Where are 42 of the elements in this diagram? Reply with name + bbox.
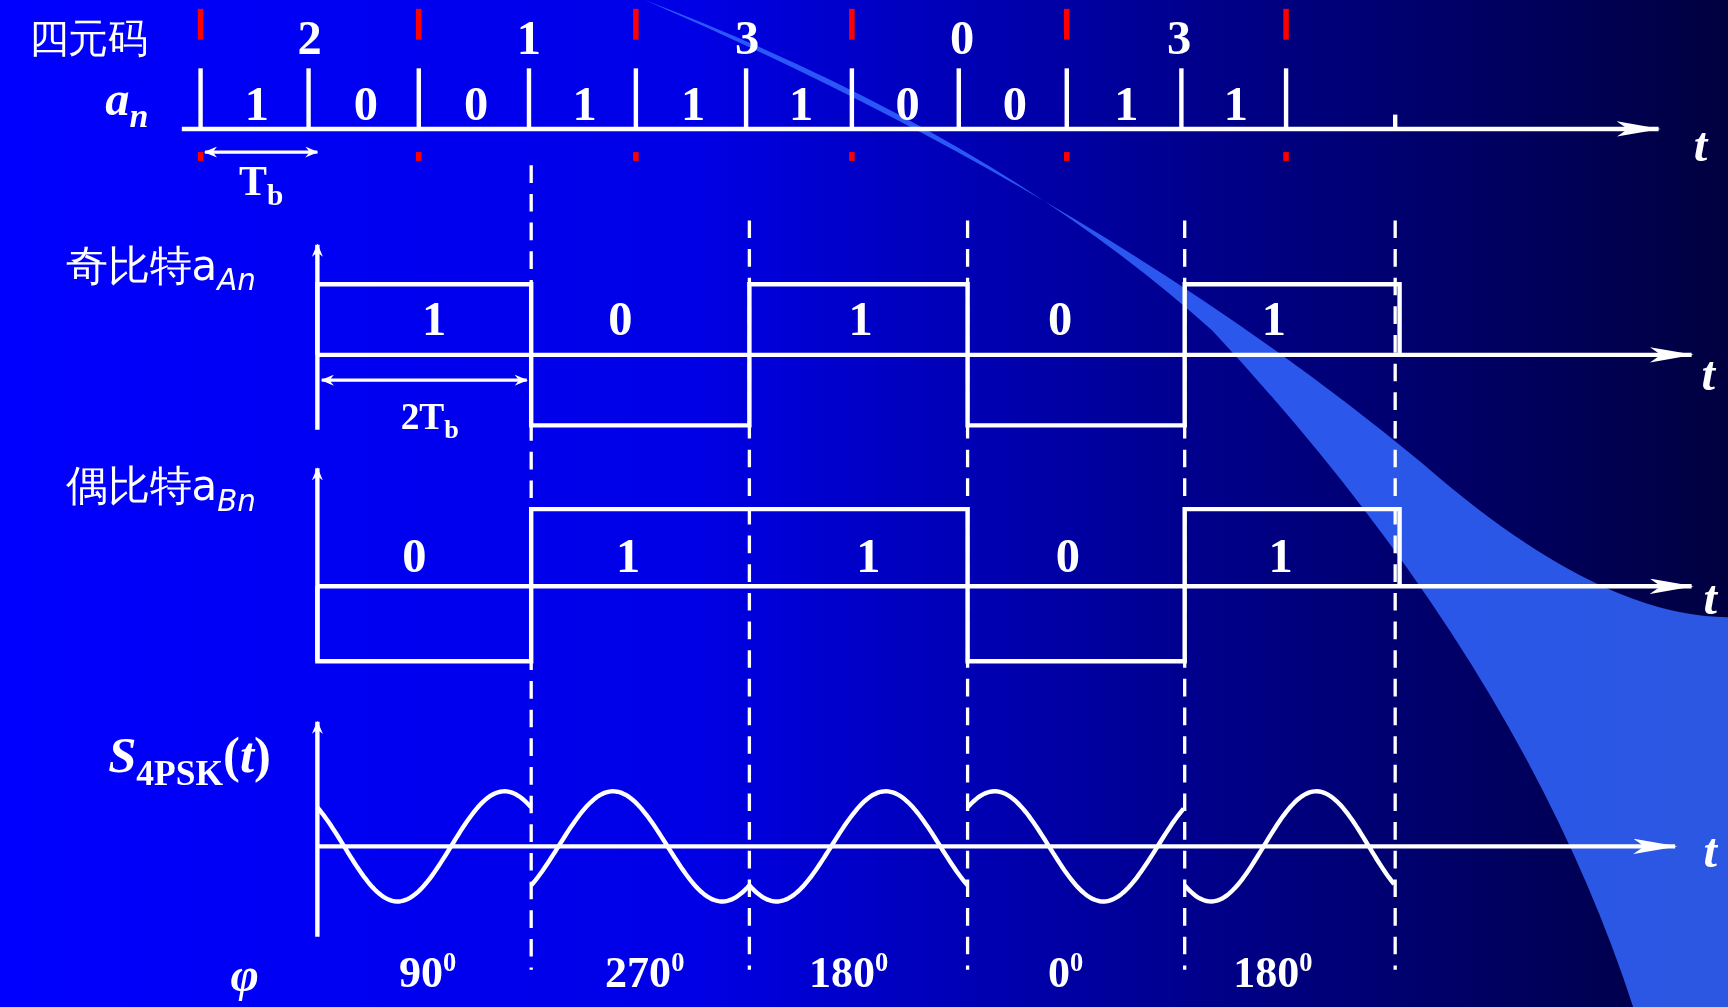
row-label: a$_{n}$ [105,75,149,134]
bit-value: 0 [353,80,378,129]
dimension-label: 2T$_{b}$ [400,398,459,444]
bit-value: 1 [856,532,881,581]
bit-value: 1 [848,295,873,344]
bit-value: 1 [789,80,814,129]
symbol-value: 3 [1167,14,1192,63]
dimension-label: T$_{b}$ [239,159,284,211]
axis-label: t [1701,350,1715,399]
bit-value: 0 [608,295,633,344]
row-label: 四元码 [28,18,148,59]
bit-value: 1 [616,532,641,581]
bit-value: 1 [1223,80,1249,129]
bit-value: 1 [1114,80,1139,129]
symbol-value: 1 [516,14,542,63]
phase-value: 180$^{0}$ [1233,949,1313,995]
phase-value: 270$^{0}$ [605,949,685,995]
bit-value: 0 [895,80,920,129]
row-label: S$_{4PSK}$(t) [108,730,271,791]
row-label: 偶比特a$_{Bn}$ [65,465,256,516]
phase-value: 90$^{0}$ [398,949,457,995]
axis-label: t [1703,827,1718,877]
bit-value: 1 [572,80,597,129]
symbol-value: 0 [949,14,975,63]
axis-label: t [1703,574,1718,623]
symbol-value: 2 [297,14,322,63]
bit-value: 1 [244,80,269,129]
axis-label: φ [230,951,259,1000]
bit-value: 0 [1055,532,1080,581]
phase-value: 0$^{0}$ [1048,949,1084,995]
row-label: 奇比特a$_{An}$ [65,244,256,296]
bit-value: 1 [1261,295,1287,344]
phase-value: 180$^{0}$ [808,949,889,995]
bit-value: 0 [1048,295,1073,344]
symbol-value: 3 [735,14,760,63]
axis-label: t [1693,121,1708,170]
bit-value: 0 [402,532,427,581]
bit-value: 0 [1002,80,1028,129]
bit-value: 0 [463,80,489,129]
bit-value: 1 [1268,532,1293,581]
bit-value: 1 [422,295,447,344]
bit-value: 1 [681,80,706,129]
